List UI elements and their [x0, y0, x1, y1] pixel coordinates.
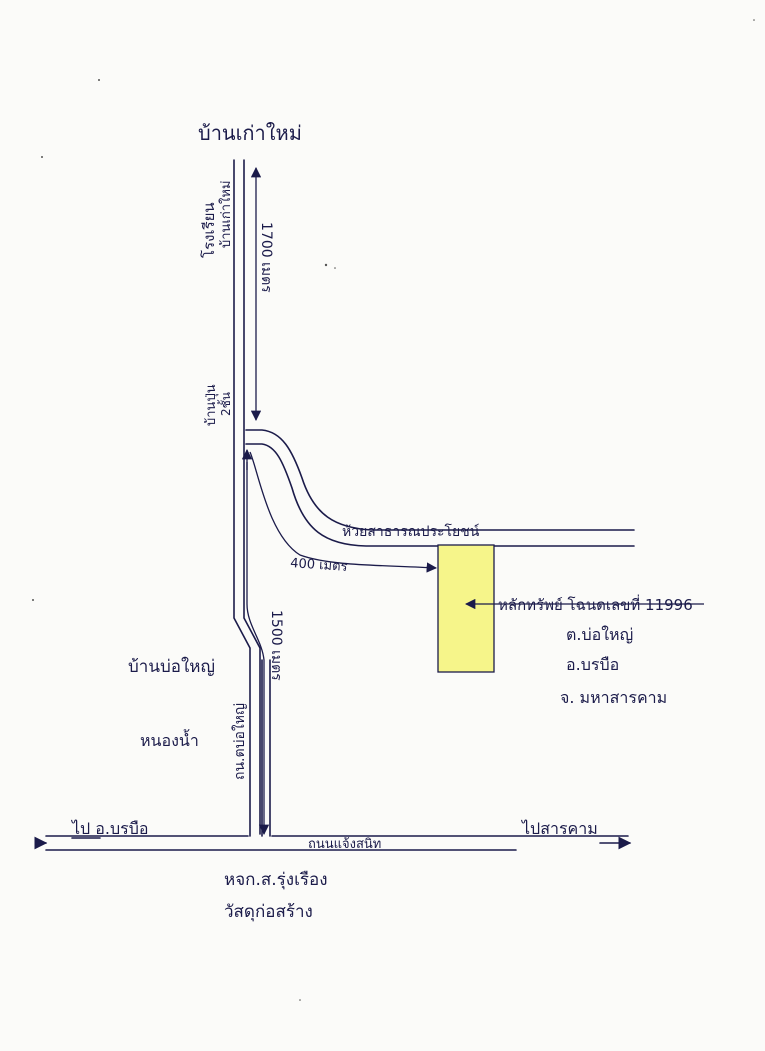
label-to-borabue: ไป อ.บรบือ [70, 819, 149, 838]
label-office-line1: หจก.ส.รุ่งเรือง [224, 870, 328, 890]
main-road [34, 835, 632, 851]
label-office-line2: วัสดุก่อสร้าง [224, 902, 313, 922]
label-plot-province: จ. มหาสารคาม [560, 688, 667, 707]
land-plot [437, 544, 495, 673]
label-ban-pun-number: 2ชั้น [217, 392, 233, 416]
label-bo-yai-road: ถน.ตบ่อใหญ่ [231, 703, 248, 780]
label-distance-north: 1700 เมตร [258, 222, 274, 293]
bo-yai-road [233, 159, 271, 837]
branch-road [245, 429, 635, 547]
label-school: โรงเรียน [200, 202, 218, 258]
label-main-road: ถนนแจ้งสนิท [308, 837, 381, 852]
label-plot-amphoe: อ.บรบือ [566, 655, 619, 674]
label-ban-pun: บ้านปุ่น [204, 384, 219, 426]
label-to-sarakham: ไปสารคาม [520, 819, 598, 838]
label-distance-east: 400 เมตร [290, 556, 348, 575]
east-distance-arrow [249, 451, 438, 573]
label-ban-kao-mai: บ้านเก่าใหม่ [198, 121, 302, 145]
label-public-road: ห้วยสาธารณประโยชน์ [342, 523, 480, 540]
south-distance-arrow [241, 448, 270, 836]
label-distance-south: 1500 เมตร [268, 610, 284, 681]
label-ban-bo-yai: บ้านบ่อใหญ่ [128, 656, 215, 677]
label-plot-title: หลักทรัพย์ โฉนดเลขที่ 11996 [498, 594, 693, 614]
label-nong-nam: หนองน้ำ [140, 729, 199, 750]
label-plot-tambon: ต.บ่อใหญ่ [566, 625, 633, 644]
label-school-sub: บ้านเก่าใหม่ [218, 180, 234, 248]
paper-specks [32, 19, 755, 1001]
